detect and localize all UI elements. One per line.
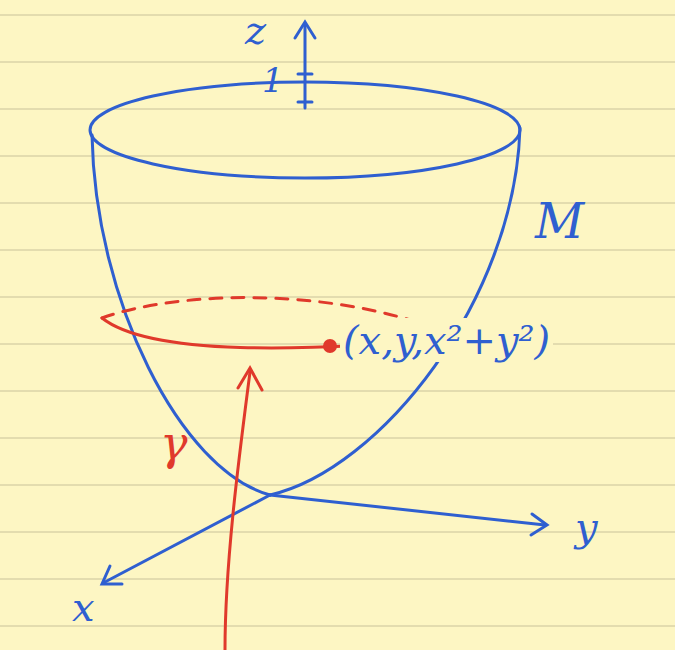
notepad-rules [0,15,675,626]
height-label: 1 [262,62,284,99]
axis-label: z [245,8,266,52]
axis-label: x [72,585,95,629]
curve-label: γ [160,418,188,469]
surface-label: M [535,195,584,248]
axis-label: y [575,505,598,549]
surface-outline [90,22,547,584]
point-marker [323,339,337,353]
point-label: (x,y,x²+y²) [340,318,553,362]
